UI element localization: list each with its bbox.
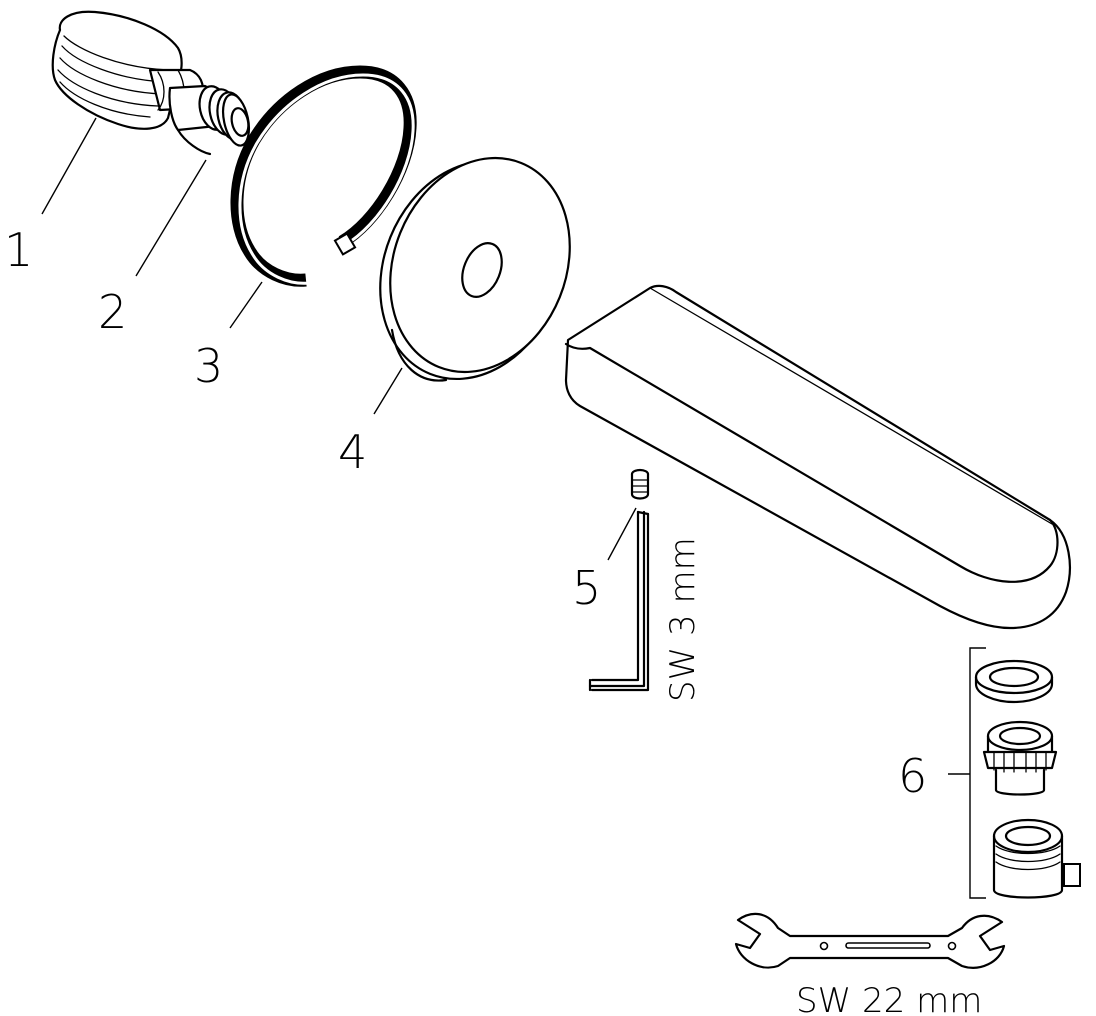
- leader-line-5: [607, 507, 637, 561]
- part-number-6: 6: [898, 749, 927, 803]
- part-3-retaining-ring: [230, 65, 417, 287]
- hex-key-size-label: SW 3 mm: [663, 537, 703, 702]
- open-end-wrench: [734, 912, 1006, 969]
- leader-line-3: [229, 281, 263, 329]
- leader-line-1: [41, 117, 97, 215]
- spout-body: [564, 284, 1071, 630]
- wrench-size-label: SW 22 mm: [796, 981, 982, 1016]
- aerator-insert: [982, 720, 1058, 796]
- part-4-wall-rosette: [379, 156, 571, 382]
- leader-line-2: [135, 159, 207, 277]
- part-number-5: 5: [572, 561, 601, 615]
- leader-line-4: [373, 367, 403, 415]
- part-number-2: 2: [98, 285, 127, 339]
- part-number-4: 4: [338, 425, 367, 479]
- aerator-washer: [974, 659, 1054, 704]
- hex-key: [588, 510, 650, 692]
- part-5-set-screw-and-hex-key: [588, 468, 650, 692]
- set-screw: [630, 468, 650, 500]
- part-6-aerator-set: [948, 647, 1081, 899]
- part-number-1: 1: [4, 223, 33, 277]
- aerator-housing: [992, 818, 1081, 899]
- part-2-adapter-nipple: [168, 84, 251, 156]
- part-number-3: 3: [194, 339, 223, 393]
